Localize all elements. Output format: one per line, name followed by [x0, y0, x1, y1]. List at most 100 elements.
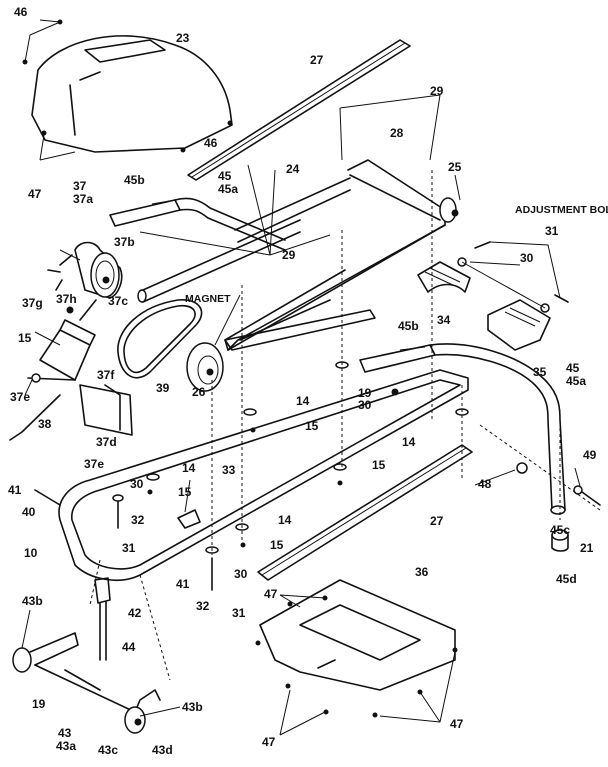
label-47: 47	[28, 187, 42, 201]
motor-hood	[22, 19, 233, 161]
label-47: 47	[450, 717, 464, 731]
rear-pad-35	[487, 299, 551, 351]
label-10: 10	[24, 546, 38, 560]
adjustment-bolts	[457, 241, 569, 313]
label-47: 47	[262, 735, 276, 749]
label-15: 15	[178, 485, 192, 499]
label-30: 30	[130, 477, 144, 491]
label-45b: 45b	[398, 319, 419, 333]
side-rail-27-bottom	[257, 444, 473, 581]
label-32: 32	[131, 513, 145, 527]
label-15: 15	[305, 419, 319, 433]
label-41: 41	[8, 483, 22, 497]
label-26: 26	[192, 385, 206, 399]
label-40: 40	[22, 505, 36, 519]
motor	[47, 241, 123, 299]
label-21: 21	[580, 541, 594, 555]
label-43b: 43b	[182, 700, 203, 714]
label-45: 45	[566, 361, 580, 375]
label-24: 24	[286, 162, 300, 176]
label-37e: 37e	[10, 390, 30, 404]
label-34: 34	[437, 313, 451, 327]
rear-roller	[439, 197, 459, 223]
end-cap-bolt	[573, 485, 601, 506]
label-37h: 37h	[56, 292, 77, 306]
label-48: 48	[478, 477, 492, 491]
label-30: 30	[358, 398, 372, 412]
motor-bracket	[9, 299, 133, 441]
flywheel	[186, 342, 224, 392]
label-37g: 37g	[22, 296, 43, 310]
bracket-33	[177, 509, 201, 529]
label-30: 30	[234, 567, 248, 581]
adjustment-bolts-label: ADJUSTMENT BOLTS	[515, 204, 608, 216]
front-frame-tube	[109, 177, 351, 303]
label-37f: 37f	[97, 368, 115, 382]
label-39: 39	[156, 381, 170, 395]
label-31: 31	[232, 606, 246, 620]
label-31: 31	[545, 224, 559, 238]
label-14: 14	[182, 461, 196, 475]
label-46: 46	[14, 5, 28, 19]
washers-and-bolts	[112, 361, 469, 591]
label-15: 15	[18, 331, 32, 345]
drive-belt	[117, 299, 203, 379]
leader-lines	[21, 94, 581, 736]
label-43d: 43d	[152, 743, 173, 757]
label-23: 23	[176, 31, 190, 45]
label-28: 28	[390, 126, 404, 140]
label-43a: 43a	[56, 739, 76, 753]
label-29: 29	[430, 84, 444, 98]
label-37b: 37b	[114, 235, 135, 249]
label-37e: 37e	[84, 457, 104, 471]
callout-labels: 46 23 27 29 28 46 47 37 37a 45b 45 45a 2…	[8, 5, 608, 757]
label-45c: 45c	[550, 523, 570, 537]
label-27: 27	[430, 514, 444, 528]
label-14: 14	[296, 394, 310, 408]
label-46: 46	[204, 136, 218, 150]
label-27: 27	[310, 53, 324, 67]
label-45b: 45b	[124, 173, 145, 187]
frame-crossmember	[224, 309, 376, 351]
label-36: 36	[415, 565, 429, 579]
label-44: 44	[122, 640, 136, 654]
wheel-assembly	[12, 577, 161, 734]
label-45a: 45a	[566, 374, 586, 388]
label-15: 15	[270, 538, 284, 552]
label-42: 42	[128, 606, 142, 620]
label-14: 14	[402, 435, 416, 449]
main-frame	[34, 369, 469, 581]
label-49: 49	[583, 448, 597, 462]
label-31: 31	[122, 541, 136, 555]
assembly-guide-lines	[89, 170, 601, 681]
label-29: 29	[282, 248, 296, 262]
label-43: 43	[58, 726, 72, 740]
label-43c: 43c	[98, 743, 118, 757]
label-15: 15	[372, 458, 386, 472]
label-33: 33	[222, 463, 236, 477]
label-45d: 45d	[556, 572, 577, 586]
label-37d: 37d	[96, 435, 117, 449]
rear-pad-34	[417, 261, 471, 293]
label-37: 37	[73, 179, 87, 193]
magnet-label: MAGNET	[185, 293, 231, 305]
nut-48	[516, 462, 528, 474]
label-32: 32	[196, 599, 210, 613]
label-37c: 37c	[108, 294, 128, 308]
label-25: 25	[448, 160, 462, 174]
label-45a: 45a	[218, 182, 238, 196]
label-35: 35	[533, 365, 547, 379]
label-41: 41	[176, 577, 190, 591]
label-19: 19	[358, 386, 372, 400]
label-30: 30	[520, 251, 534, 265]
base-pan	[255, 579, 458, 718]
side-rail-27-top	[187, 39, 411, 181]
label-38: 38	[38, 417, 52, 431]
label-19: 19	[32, 697, 46, 711]
label-14: 14	[278, 513, 292, 527]
label-43b: 43b	[22, 594, 43, 608]
label-47: 47	[264, 587, 278, 601]
label-45: 45	[218, 169, 232, 183]
